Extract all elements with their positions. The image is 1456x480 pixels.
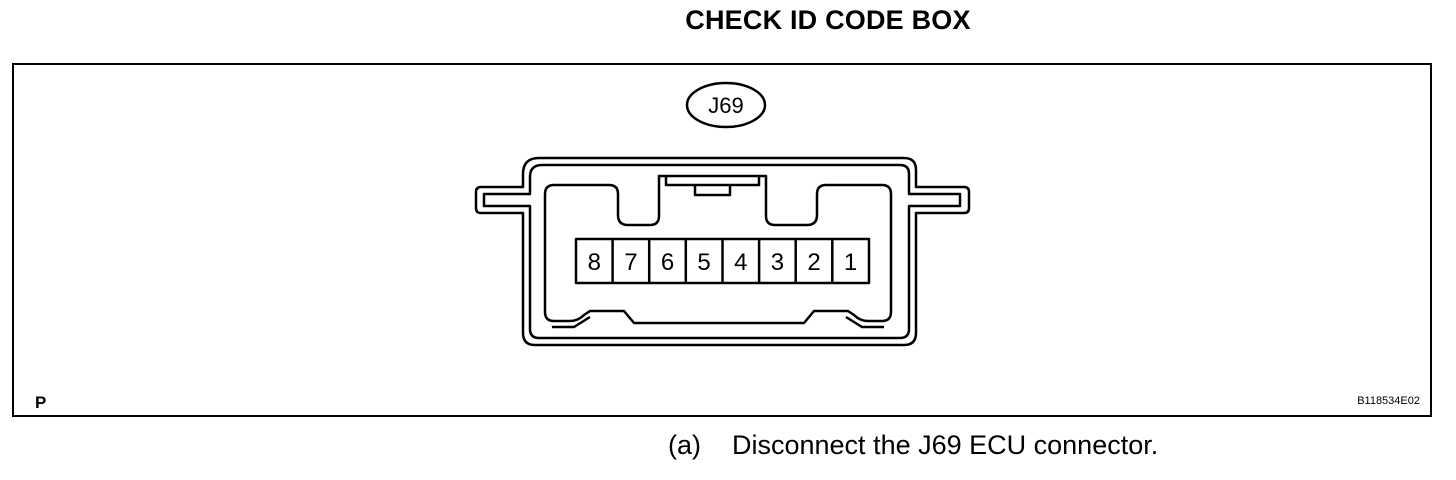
connector-cavity	[543, 174, 893, 325]
instruction-text: Disconnect the J69 ECU connector.	[732, 430, 1159, 460]
latch-detail	[664, 176, 761, 197]
pin-number-7: 7	[624, 249, 637, 276]
figure-id: B118534E02	[1357, 395, 1420, 407]
connector-lower-rail	[552, 315, 884, 329]
pin-number-5: 5	[697, 249, 710, 276]
instruction-step: (a)	[668, 430, 701, 460]
diagram-frame: J69 8 7 6 5 4 3 2 1 P B118534E02	[12, 63, 1432, 417]
pin-separators	[611, 239, 834, 283]
pin-number-8: 8	[588, 249, 601, 276]
page-title: CHECK ID CODE BOX	[685, 5, 971, 35]
pin-number-4: 4	[734, 249, 747, 276]
pin-number-2: 2	[807, 249, 820, 276]
connector-housing-inner	[482, 163, 962, 340]
pin-number-6: 6	[661, 249, 674, 276]
pin-number-1: 1	[844, 249, 857, 276]
connector-label: J69	[708, 93, 743, 118]
connector-diagram: J69 8 7 6 5 4 3 2 1	[474, 81, 971, 347]
connector-label-ellipse	[685, 81, 767, 129]
corner-label: P	[35, 393, 47, 412]
pin-number-3: 3	[771, 249, 784, 276]
connector-housing-outer	[474, 156, 971, 347]
instruction-line: (a) Disconnect the J69 ECU connector.	[668, 428, 1158, 462]
